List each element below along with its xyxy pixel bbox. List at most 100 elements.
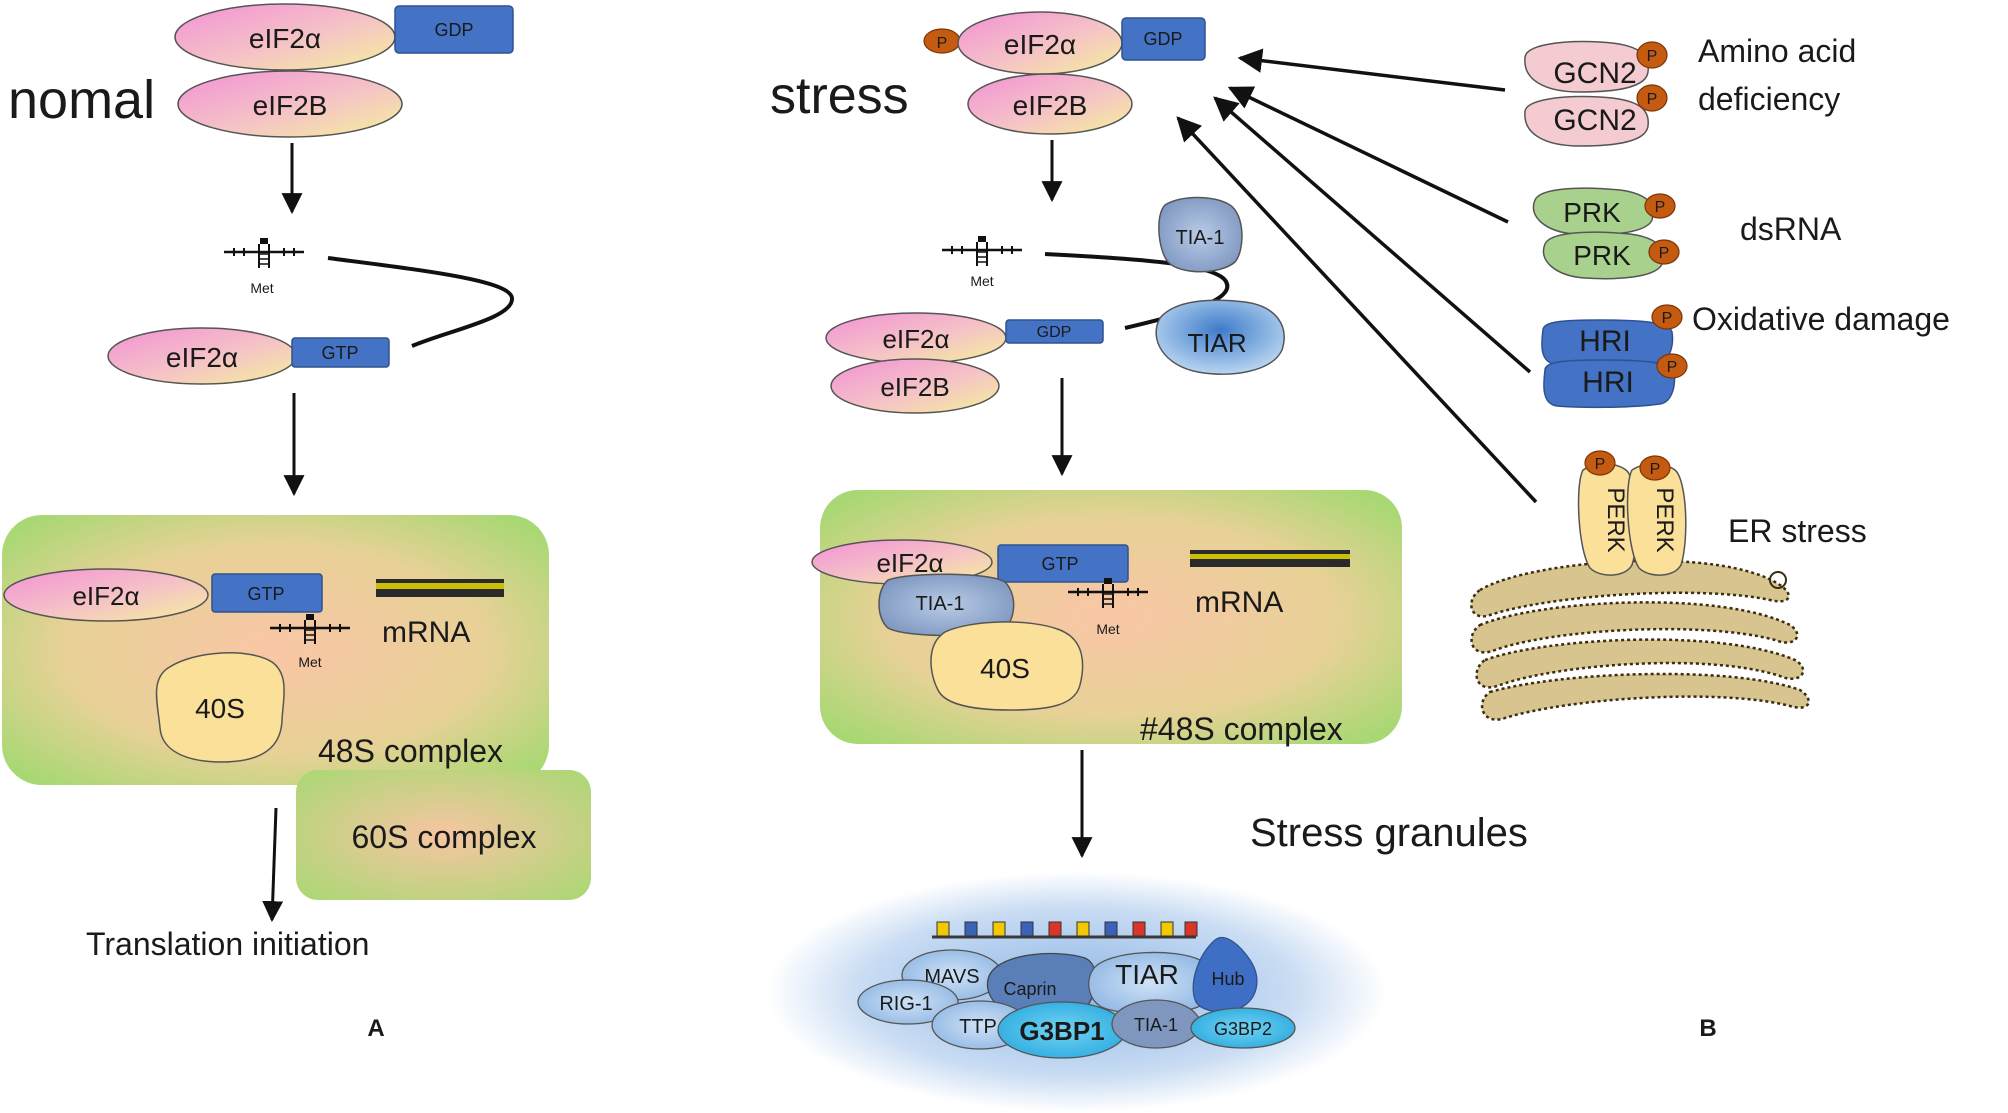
panel-b-title: stress: [770, 67, 909, 125]
eif2a-label-b-top: eIF2α: [1004, 29, 1076, 60]
met-label-b-complex: Met: [1096, 621, 1119, 637]
eif2b-label-a: eIF2B: [253, 90, 328, 121]
gtp-label-a-mid: GTP: [321, 343, 358, 363]
tia1-label-b: TIA-1: [1176, 227, 1225, 249]
panel-a-title: nomal: [8, 70, 155, 130]
phospho-hri-2: [1656, 353, 1688, 379]
s40-label-a: 40S: [195, 693, 245, 724]
phospho-prk-2: [1648, 239, 1680, 265]
phospho-label-eif2a: P: [937, 35, 948, 52]
mrna-label-a: mRNA: [382, 616, 470, 649]
phospho-perk-2: [1639, 455, 1671, 481]
perk-label-1: PERK: [1602, 487, 1629, 552]
er-membrane: [1470, 559, 1810, 721]
gtp-box-b-complex: [997, 544, 1129, 583]
tiar-label-granule: TIAR: [1115, 959, 1179, 990]
gcn2-label-1: GCN2: [1553, 57, 1636, 90]
eif2b-protein-b-mid: [830, 358, 1000, 414]
rig1-protein: [857, 979, 959, 1025]
phospho-perk-1: [1584, 450, 1616, 476]
eif2a-label-b-complex: eIF2α: [876, 548, 943, 578]
gtp-box-a-mid: [291, 337, 390, 368]
eif2a-protein-a-complex: [3, 568, 209, 622]
mrna-label-b: mRNA: [1195, 586, 1283, 619]
prk-label-2: PRK: [1573, 240, 1631, 271]
phospho-label-hri-2: P: [1667, 359, 1678, 376]
ribosome-40s-a: [155, 652, 285, 763]
gcn2-protein-2: [1524, 95, 1649, 147]
eif2b-protein-b-top: [967, 73, 1133, 135]
gcn2-trigger-line2: deficiency: [1698, 81, 1840, 117]
complex-60s: [296, 770, 591, 900]
panel-b-letter: B: [1699, 1015, 1716, 1042]
eif2b-label-b-mid: eIF2B: [880, 372, 949, 402]
ribosome-40s-b: [930, 621, 1084, 711]
phospho-prk-1: [1644, 193, 1676, 219]
perk-protein-1: [1577, 463, 1638, 576]
arrow-gcn2: [1237, 48, 1506, 92]
hri-protein-2: [1543, 359, 1676, 409]
panel-a-letter: A: [367, 1015, 384, 1042]
gtp-label-a-complex: GTP: [247, 584, 284, 604]
phospho-label-gcn2-1: P: [1647, 48, 1658, 65]
panel-a: eIF2α GDP nomal eIF2B Met eIF2α GTP eIF2…: [2, 3, 591, 1042]
gcn2-label-2: GCN2: [1553, 104, 1636, 137]
hri-label-2: HRI: [1582, 366, 1634, 399]
mrna-strip-b-highlight: [1190, 554, 1350, 559]
g3bp1-label: G3BP1: [1019, 1016, 1104, 1046]
gdp-box-b-mid: [1005, 319, 1104, 344]
tiar-protein-b: [1155, 299, 1285, 375]
trna-b: [940, 234, 1024, 268]
granule-mrna: [932, 921, 1198, 939]
phospho-label-prk-2: P: [1659, 245, 1670, 262]
phospho-label-perk-2: P: [1650, 461, 1661, 478]
mrna-strip-a-highlight: [376, 583, 504, 589]
phospho-label-hri-1: P: [1662, 310, 1673, 327]
met-label-a: Met: [250, 280, 273, 296]
prk-protein-1: [1532, 187, 1654, 236]
gcn2-protein-1: [1524, 40, 1649, 93]
gdp-label-b-top: GDP: [1143, 29, 1182, 49]
tia1-label-granule: TIA-1: [1134, 1015, 1178, 1035]
g3bp2-protein: [1190, 1007, 1296, 1049]
eif2a-label-a-complex: eIF2α: [72, 581, 139, 611]
hri-label-1: HRI: [1579, 325, 1631, 358]
gdp-box-a-top: [394, 5, 514, 54]
complex-48s-a-label: 48S complex: [318, 733, 503, 769]
phospho-label-perk-1: P: [1595, 456, 1606, 473]
eif2a-label-b-mid: eIF2α: [882, 324, 949, 354]
g3bp2-label: G3BP2: [1214, 1019, 1272, 1039]
translation-initiation-label: Translation initiation: [86, 926, 369, 962]
gtp-box-a-complex: [211, 573, 323, 613]
phospho-label-prk-1: P: [1655, 199, 1666, 216]
phospho-gcn2-2: [1636, 84, 1668, 112]
arrow-a-3: [262, 807, 284, 923]
gcn2-trigger-line1: Amino acid: [1698, 33, 1856, 69]
complex-60s-label: 60S complex: [352, 819, 537, 855]
perk-label-2: PERK: [1651, 487, 1678, 552]
rig1-label: RIG-1: [879, 993, 932, 1015]
eif2b-label-b-top: eIF2B: [1013, 90, 1088, 121]
s40-label-b: 40S: [980, 653, 1030, 684]
stress-granules-label: Stress granules: [1250, 811, 1528, 855]
gdp-label-a-top: GDP: [434, 20, 473, 40]
phospho-gcn2-1: [1636, 41, 1668, 69]
gtp-label-b-complex: GTP: [1041, 554, 1078, 574]
arrow-prk: [1227, 86, 1509, 224]
perk-trigger: ER stress: [1728, 513, 1867, 549]
caprin-label: Caprin: [1003, 979, 1056, 999]
tia1-protein-b: [1158, 196, 1243, 273]
eif2b-protein-a: [177, 70, 403, 138]
hub-label: Hub: [1211, 969, 1244, 989]
hri-trigger: Oxidative damage: [1692, 301, 1950, 337]
phospho-hri-1: [1651, 304, 1683, 330]
complex-48s-b-label: #48S complex: [1140, 711, 1343, 747]
eif2a-label-a-mid: eIF2α: [166, 342, 238, 373]
met-label-b: Met: [970, 273, 993, 289]
phospho-label-gcn2-2: P: [1647, 91, 1658, 108]
tia1-label-b-complex: TIA-1: [916, 593, 965, 615]
prk-trigger: dsRNA: [1740, 211, 1842, 247]
eif2a-label-a-top: eIF2α: [249, 23, 321, 54]
tiar-label-b: TIAR: [1187, 328, 1246, 358]
